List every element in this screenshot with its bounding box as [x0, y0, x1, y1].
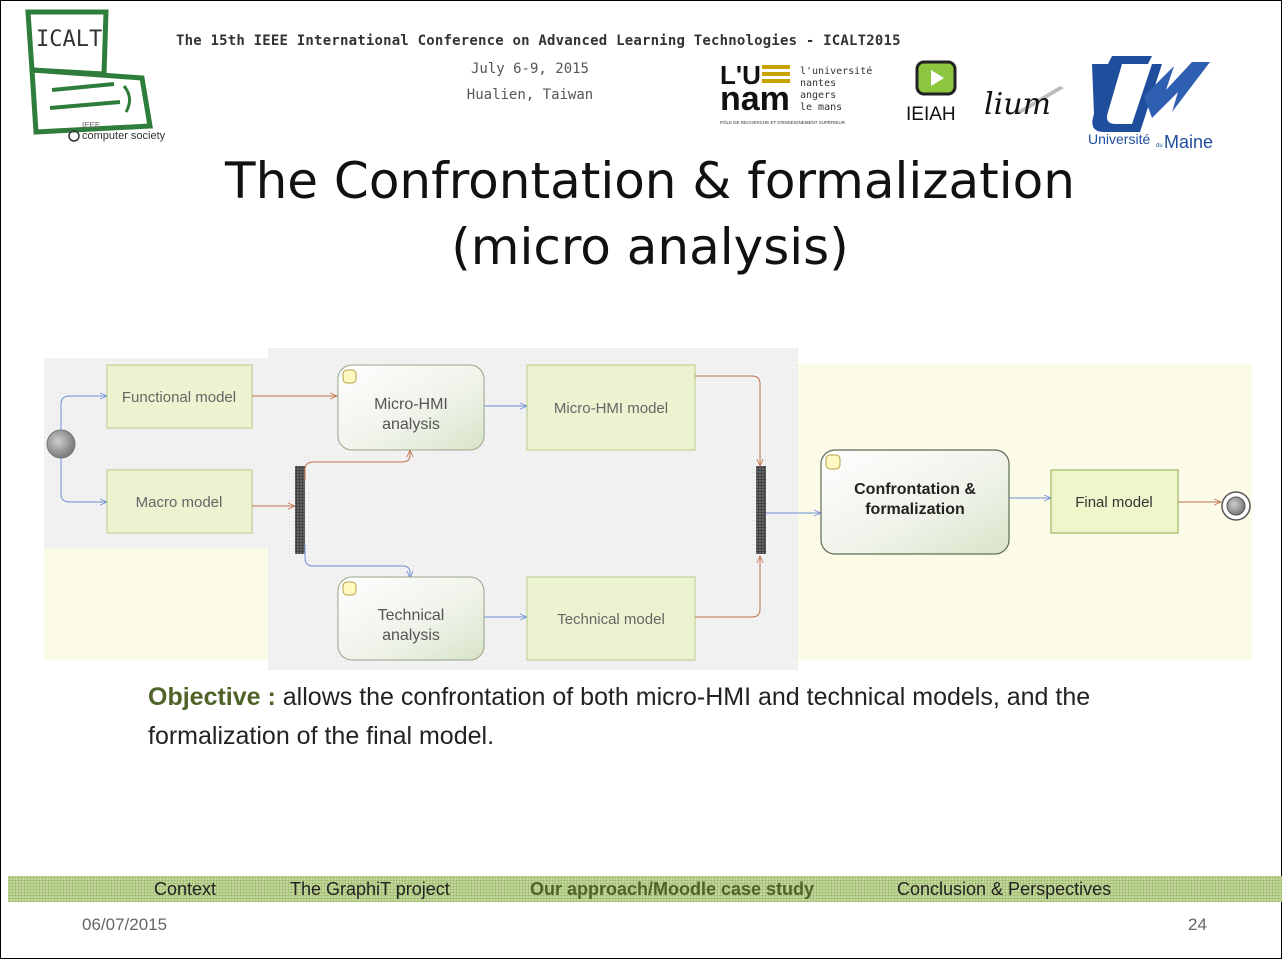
final-model-node: Final model — [1050, 469, 1179, 534]
conference-dates: July 6-9, 2015 — [470, 61, 589, 77]
objective-body: allows the confrontation of both micro-H… — [148, 683, 1091, 750]
micro-hmi-analysis-node: Micro-HMI analysis — [337, 364, 485, 451]
maine-text3: Maine — [1164, 132, 1213, 150]
technical-analysis-label-2: analysis — [382, 627, 440, 644]
objective-label: Objective : — [148, 683, 276, 711]
lium-text: lium — [984, 87, 1051, 122]
nav-item-graphit-project[interactable]: The GraphiT project — [290, 879, 450, 899]
technical-model-label: Technical model — [557, 611, 665, 628]
confrontation-formalization-node: Confrontation & formalization — [820, 449, 1010, 555]
fork-bar — [295, 466, 305, 554]
ieiah-logo: IEIAH — [906, 60, 957, 125]
nav-item-conclusion[interactable]: Conclusion & Perspectives — [897, 879, 1112, 899]
lunam-big1: L'U — [720, 62, 761, 90]
lunam-logo: L'U nam l'université nantes angers le ma… — [720, 62, 872, 125]
macro-model-label: Macro model — [136, 494, 223, 511]
micro-hmi-analysis-label-1: Micro-HMI — [374, 396, 448, 413]
confrontation-label-1: Confrontation & — [854, 481, 976, 498]
ieee-text: IEEE — [82, 121, 100, 130]
process-diagram: Functional model Macro model Micro-HMI a… — [44, 348, 1252, 670]
slide-number: 24 — [1188, 915, 1207, 934]
universite-maine-logo: Université du Maine — [1088, 56, 1213, 150]
maine-text2: du — [1156, 143, 1163, 149]
slide-title-line1: The Confrontation & formalization — [225, 152, 1075, 210]
technical-model-node: Technical model — [526, 576, 696, 661]
start-node — [46, 429, 76, 459]
slide-title-line2: (micro analysis) — [451, 218, 849, 276]
confrontation-label-2: formalization — [865, 501, 965, 518]
nav-item-context[interactable]: Context — [154, 879, 217, 899]
slide-title: The Confrontation & formalization (micro… — [120, 148, 1180, 280]
micro-hmi-analysis-label-2: analysis — [382, 416, 440, 433]
lium-logo: lium — [984, 86, 1064, 122]
ieiah-text: IEIAH — [906, 104, 956, 125]
icalt-text: ICALT — [36, 27, 102, 52]
technical-analysis-node: Technical analysis — [337, 576, 485, 661]
maine-text1: Université — [1088, 131, 1150, 147]
lunam-small1: l'université — [800, 65, 872, 77]
objective-text: Objective : allows the confrontation of … — [148, 678, 1208, 756]
slide-date: 06/07/2015 — [82, 915, 168, 934]
icalt-logo: ICALT IEEE computer society — [25, 9, 166, 142]
lunam-small4: le mans — [800, 102, 842, 113]
lunam-small3: angers — [800, 90, 836, 101]
conference-title: The 15th IEEE International Conference o… — [176, 33, 901, 49]
nav-item-our-approach[interactable]: Our approach/Moodle case study — [530, 879, 815, 899]
technical-analysis-label-1: Technical — [378, 607, 445, 624]
final-model-label: Final model — [1075, 494, 1153, 511]
end-node — [1221, 491, 1251, 521]
lunam-big2: nam — [720, 80, 790, 118]
functional-model-node: Functional model — [106, 364, 253, 429]
conference-location: Hualien, Taiwan — [466, 87, 594, 103]
macro-model-node: Macro model — [106, 469, 253, 534]
join-bar — [756, 466, 766, 554]
lunam-small2: nantes — [800, 78, 836, 89]
micro-hmi-model-node: Micro-HMI model — [526, 364, 696, 451]
lunam-tagline: PÔLE DE RECHERCHE ET D'ENSEIGNEMENT SUPÉ… — [720, 119, 846, 125]
footer-navigation: Context The GraphiT project Our approach… — [8, 876, 1282, 902]
computer-society-text: computer society — [82, 130, 166, 142]
micro-hmi-model-label: Micro-HMI model — [554, 400, 668, 417]
functional-model-label: Functional model — [122, 389, 236, 406]
